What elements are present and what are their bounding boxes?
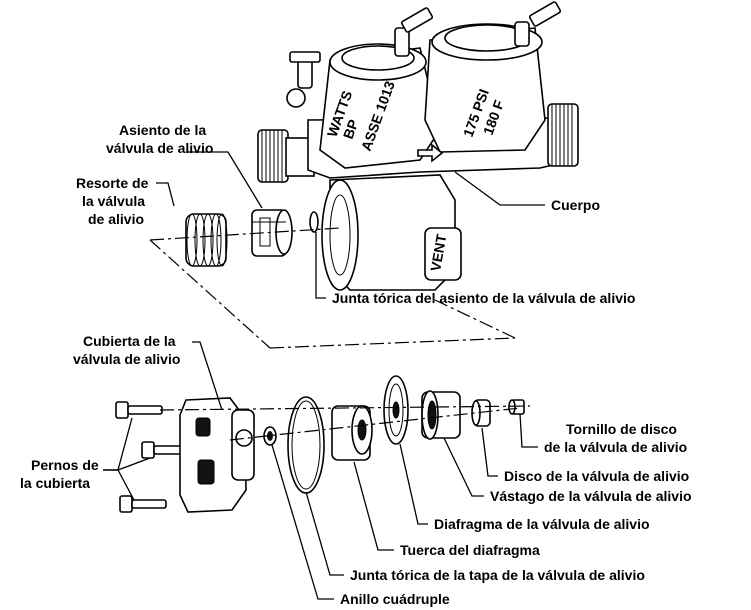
label-spring-line2: la válvula (82, 193, 145, 209)
label-seat-line1: Asiento de la (119, 122, 206, 138)
relief-valve-disc (471, 399, 491, 427)
relief-valve-stem (421, 390, 461, 440)
label-disc: Disco de la válvula de alivio (504, 468, 689, 484)
label-seat-line2: válvula de alivio (106, 140, 213, 156)
leader-lines (103, 151, 545, 600)
label-stem: Vástago de la válvula de alivio (490, 488, 692, 504)
relief-valve-cover (179, 397, 255, 513)
label-quad-ring: Anillo cuádruple (340, 591, 450, 607)
valve-body: WATTS BP ASSE 1013 175 PSI 180 F VENT (257, 1, 579, 291)
body-vent-text: VENT (427, 233, 449, 273)
cover-o-ring (287, 396, 325, 494)
relief-valve-diaphragm (383, 375, 409, 445)
label-body: Cuerpo (551, 197, 600, 213)
seat-o-ring (309, 211, 319, 233)
cover-bolts (115, 401, 189, 513)
label-disc-screw-line1: Tornillo de disco (566, 421, 677, 437)
label-cover-o-ring: Junta tórica de la tapa de la válvula de… (350, 567, 645, 583)
label-diaphragm: Diafragma de la válvula de alivio (434, 516, 650, 532)
label-bolts-line1: Pernos de (31, 457, 99, 473)
label-cover-line1: Cubierta de la (83, 333, 176, 349)
label-diaphragm-nut: Tuerca del diafragma (400, 542, 540, 558)
label-bolts-line2: la cubierta (20, 475, 90, 491)
label-spring-line1: Resorte de (76, 175, 149, 191)
label-cover-line2: válvula de alivio (73, 351, 180, 367)
disc-screw (508, 399, 525, 415)
relief-valve-spring (185, 213, 228, 267)
callout-labels: Asiento de la válvula de alivio Resorte … (20, 122, 692, 607)
diaphragm-nut (331, 405, 373, 461)
label-disc-screw-line2: de la válvula de alivio (544, 439, 687, 455)
label-spring-line3: de alivio (88, 211, 144, 227)
body-model-text: BP (340, 117, 362, 141)
label-seat-o-ring: Junta tórica del asiento de la válvula d… (332, 290, 635, 306)
